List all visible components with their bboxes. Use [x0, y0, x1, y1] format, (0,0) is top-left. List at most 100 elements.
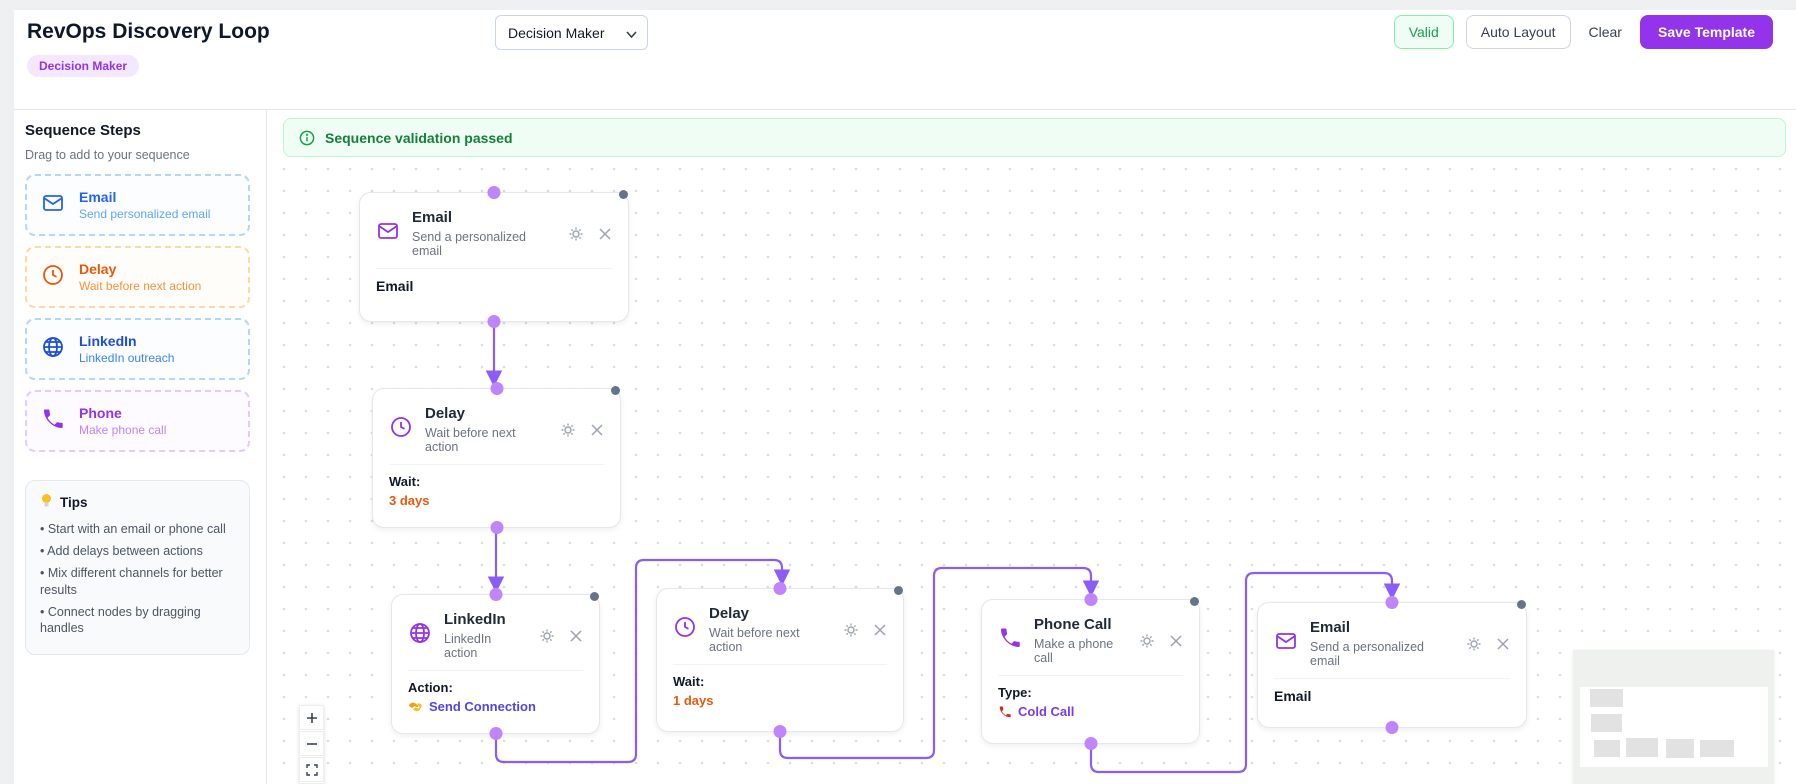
node-delete-button[interactable]	[871, 621, 889, 639]
envelope-icon	[41, 191, 65, 220]
node-title: Delay	[709, 605, 750, 622]
minimap-node	[1590, 689, 1623, 707]
node-subtitle: Wait before next action	[709, 626, 800, 654]
auto-layout-button[interactable]: Auto Layout	[1465, 15, 1571, 49]
flow-node-linkedin[interactable]: LinkedIn LinkedIn action Action: Send Co…	[391, 588, 600, 740]
globe-icon	[41, 335, 65, 364]
palette-item-description: Make phone call	[79, 423, 167, 437]
node-settings-button[interactable]	[566, 224, 586, 244]
node-corner-dot	[1517, 600, 1526, 609]
node-delete-button[interactable]	[567, 627, 585, 645]
node-subtitle: Send a personalized email	[1310, 640, 1424, 668]
node-corner-dot	[590, 592, 599, 601]
flow-canvas[interactable]: Sequence validation passed	[267, 110, 1796, 784]
clock-icon	[41, 263, 65, 292]
node-delete-button[interactable]	[588, 421, 606, 439]
info-circle-icon	[299, 130, 315, 146]
minimap-node	[1626, 738, 1658, 757]
palette-item-label: LinkedIn	[79, 333, 137, 349]
palette-item-linkedin[interactable]: LinkedIn LinkedIn outreach	[25, 318, 250, 380]
node-delete-button[interactable]	[596, 225, 614, 243]
source-handle[interactable]	[773, 725, 787, 738]
phone-icon	[41, 407, 65, 436]
save-template-button[interactable]: Save Template	[1639, 15, 1773, 49]
minimap-node	[1594, 740, 1620, 757]
lightbulb-icon	[40, 493, 53, 511]
source-handle[interactable]	[1084, 737, 1097, 750]
target-handle[interactable]	[773, 582, 787, 595]
persona-badge: Decision Maker	[27, 55, 140, 77]
tip-item: • Connect nodes by dragging handles	[40, 604, 201, 636]
source-handle[interactable]	[489, 727, 502, 740]
node-settings-button[interactable]	[558, 420, 578, 440]
source-handle[interactable]	[487, 315, 501, 328]
clock-icon	[673, 615, 697, 644]
node-subtitle: Wait before next action	[425, 426, 516, 454]
flow-node-email-1[interactable]: Email Send a personalized email Email	[359, 186, 629, 328]
palette-item-description: LinkedIn outreach	[79, 351, 175, 365]
source-handle[interactable]	[490, 521, 503, 534]
persona-select[interactable]: Decision Maker	[495, 15, 648, 50]
validation-status-chip[interactable]: Valid	[1393, 15, 1454, 49]
target-handle[interactable]	[487, 186, 501, 199]
validation-banner-text: Sequence validation passed	[325, 129, 513, 146]
node-title: Phone Call	[1034, 616, 1112, 633]
node-body-value: Cold Call	[1018, 704, 1075, 719]
palette-item-label: Email	[79, 189, 117, 205]
zoom-in-button[interactable]	[299, 705, 324, 730]
flow-node-phone[interactable]: Phone Call Make a phone call Type: Cold …	[981, 593, 1200, 750]
target-handle[interactable]	[1385, 596, 1399, 609]
fit-view-button[interactable]	[299, 757, 324, 782]
sidebar-subheading: Drag to add to your sequence	[25, 148, 190, 162]
node-body-label: Wait:	[673, 674, 705, 689]
node-settings-button[interactable]	[537, 626, 557, 646]
palette-item-email[interactable]: Email Send personalized email	[25, 174, 250, 236]
node-title: Delay	[425, 405, 466, 422]
minimap-node	[1666, 739, 1694, 758]
node-body-value: 1 days	[673, 693, 714, 708]
persona-select-value: Decision Maker	[508, 24, 605, 41]
target-handle[interactable]	[490, 382, 503, 395]
canvas-controls	[299, 705, 324, 784]
node-corner-dot	[1190, 597, 1199, 606]
node-subtitle: LinkedIn action	[444, 632, 492, 660]
node-delete-button[interactable]	[1494, 635, 1512, 653]
node-body-label: Type:	[998, 685, 1032, 700]
source-handle[interactable]	[1385, 721, 1399, 734]
clock-icon	[389, 415, 413, 444]
minimap-node	[1591, 714, 1622, 732]
palette-item-description: Send personalized email	[79, 207, 211, 221]
palette-item-delay[interactable]: Delay Wait before next action	[25, 246, 250, 308]
node-body-label: Action:	[408, 680, 453, 695]
flow-node-delay-1[interactable]: Delay Wait before next action Wait: 3 da…	[372, 382, 621, 534]
node-title: Email	[412, 209, 453, 226]
node-subtitle: Make a phone call	[1034, 637, 1114, 665]
node-settings-button[interactable]	[1464, 634, 1484, 654]
globe-icon	[408, 621, 432, 650]
node-settings-button[interactable]	[1137, 631, 1157, 651]
red-phone-icon	[998, 705, 1012, 719]
sidebar: Sequence Steps Drag to add to your seque…	[14, 110, 267, 784]
node-body-value: 3 days	[389, 493, 430, 508]
target-handle[interactable]	[1084, 593, 1097, 606]
page-title: RevOps Discovery Loop	[27, 20, 270, 43]
node-corner-dot	[894, 586, 903, 595]
clear-button[interactable]: Clear	[1583, 16, 1628, 48]
envelope-icon	[1274, 629, 1298, 658]
target-handle[interactable]	[489, 588, 502, 601]
flow-node-email-2[interactable]: Email Send a personalized email Email	[1257, 596, 1527, 734]
chevron-down-icon	[626, 25, 637, 41]
handshake-icon	[408, 701, 423, 713]
tip-item: • Mix different channels for better resu…	[40, 565, 223, 597]
node-body-text: Email	[1274, 688, 1312, 704]
palette-item-phone[interactable]: Phone Make phone call	[25, 390, 250, 452]
palette-item-label: Phone	[79, 405, 122, 421]
zoom-out-button[interactable]	[299, 731, 324, 756]
node-body-value: Send Connection	[429, 699, 536, 714]
node-delete-button[interactable]	[1167, 632, 1185, 650]
minimap[interactable]	[1573, 650, 1774, 784]
tip-item: • Add delays between actions	[40, 543, 203, 558]
flow-node-delay-2[interactable]: Delay Wait before next action Wait: 1 da…	[656, 582, 904, 738]
node-settings-button[interactable]	[841, 620, 861, 640]
header: RevOps Discovery Loop Decision Maker Dec…	[14, 10, 1796, 110]
